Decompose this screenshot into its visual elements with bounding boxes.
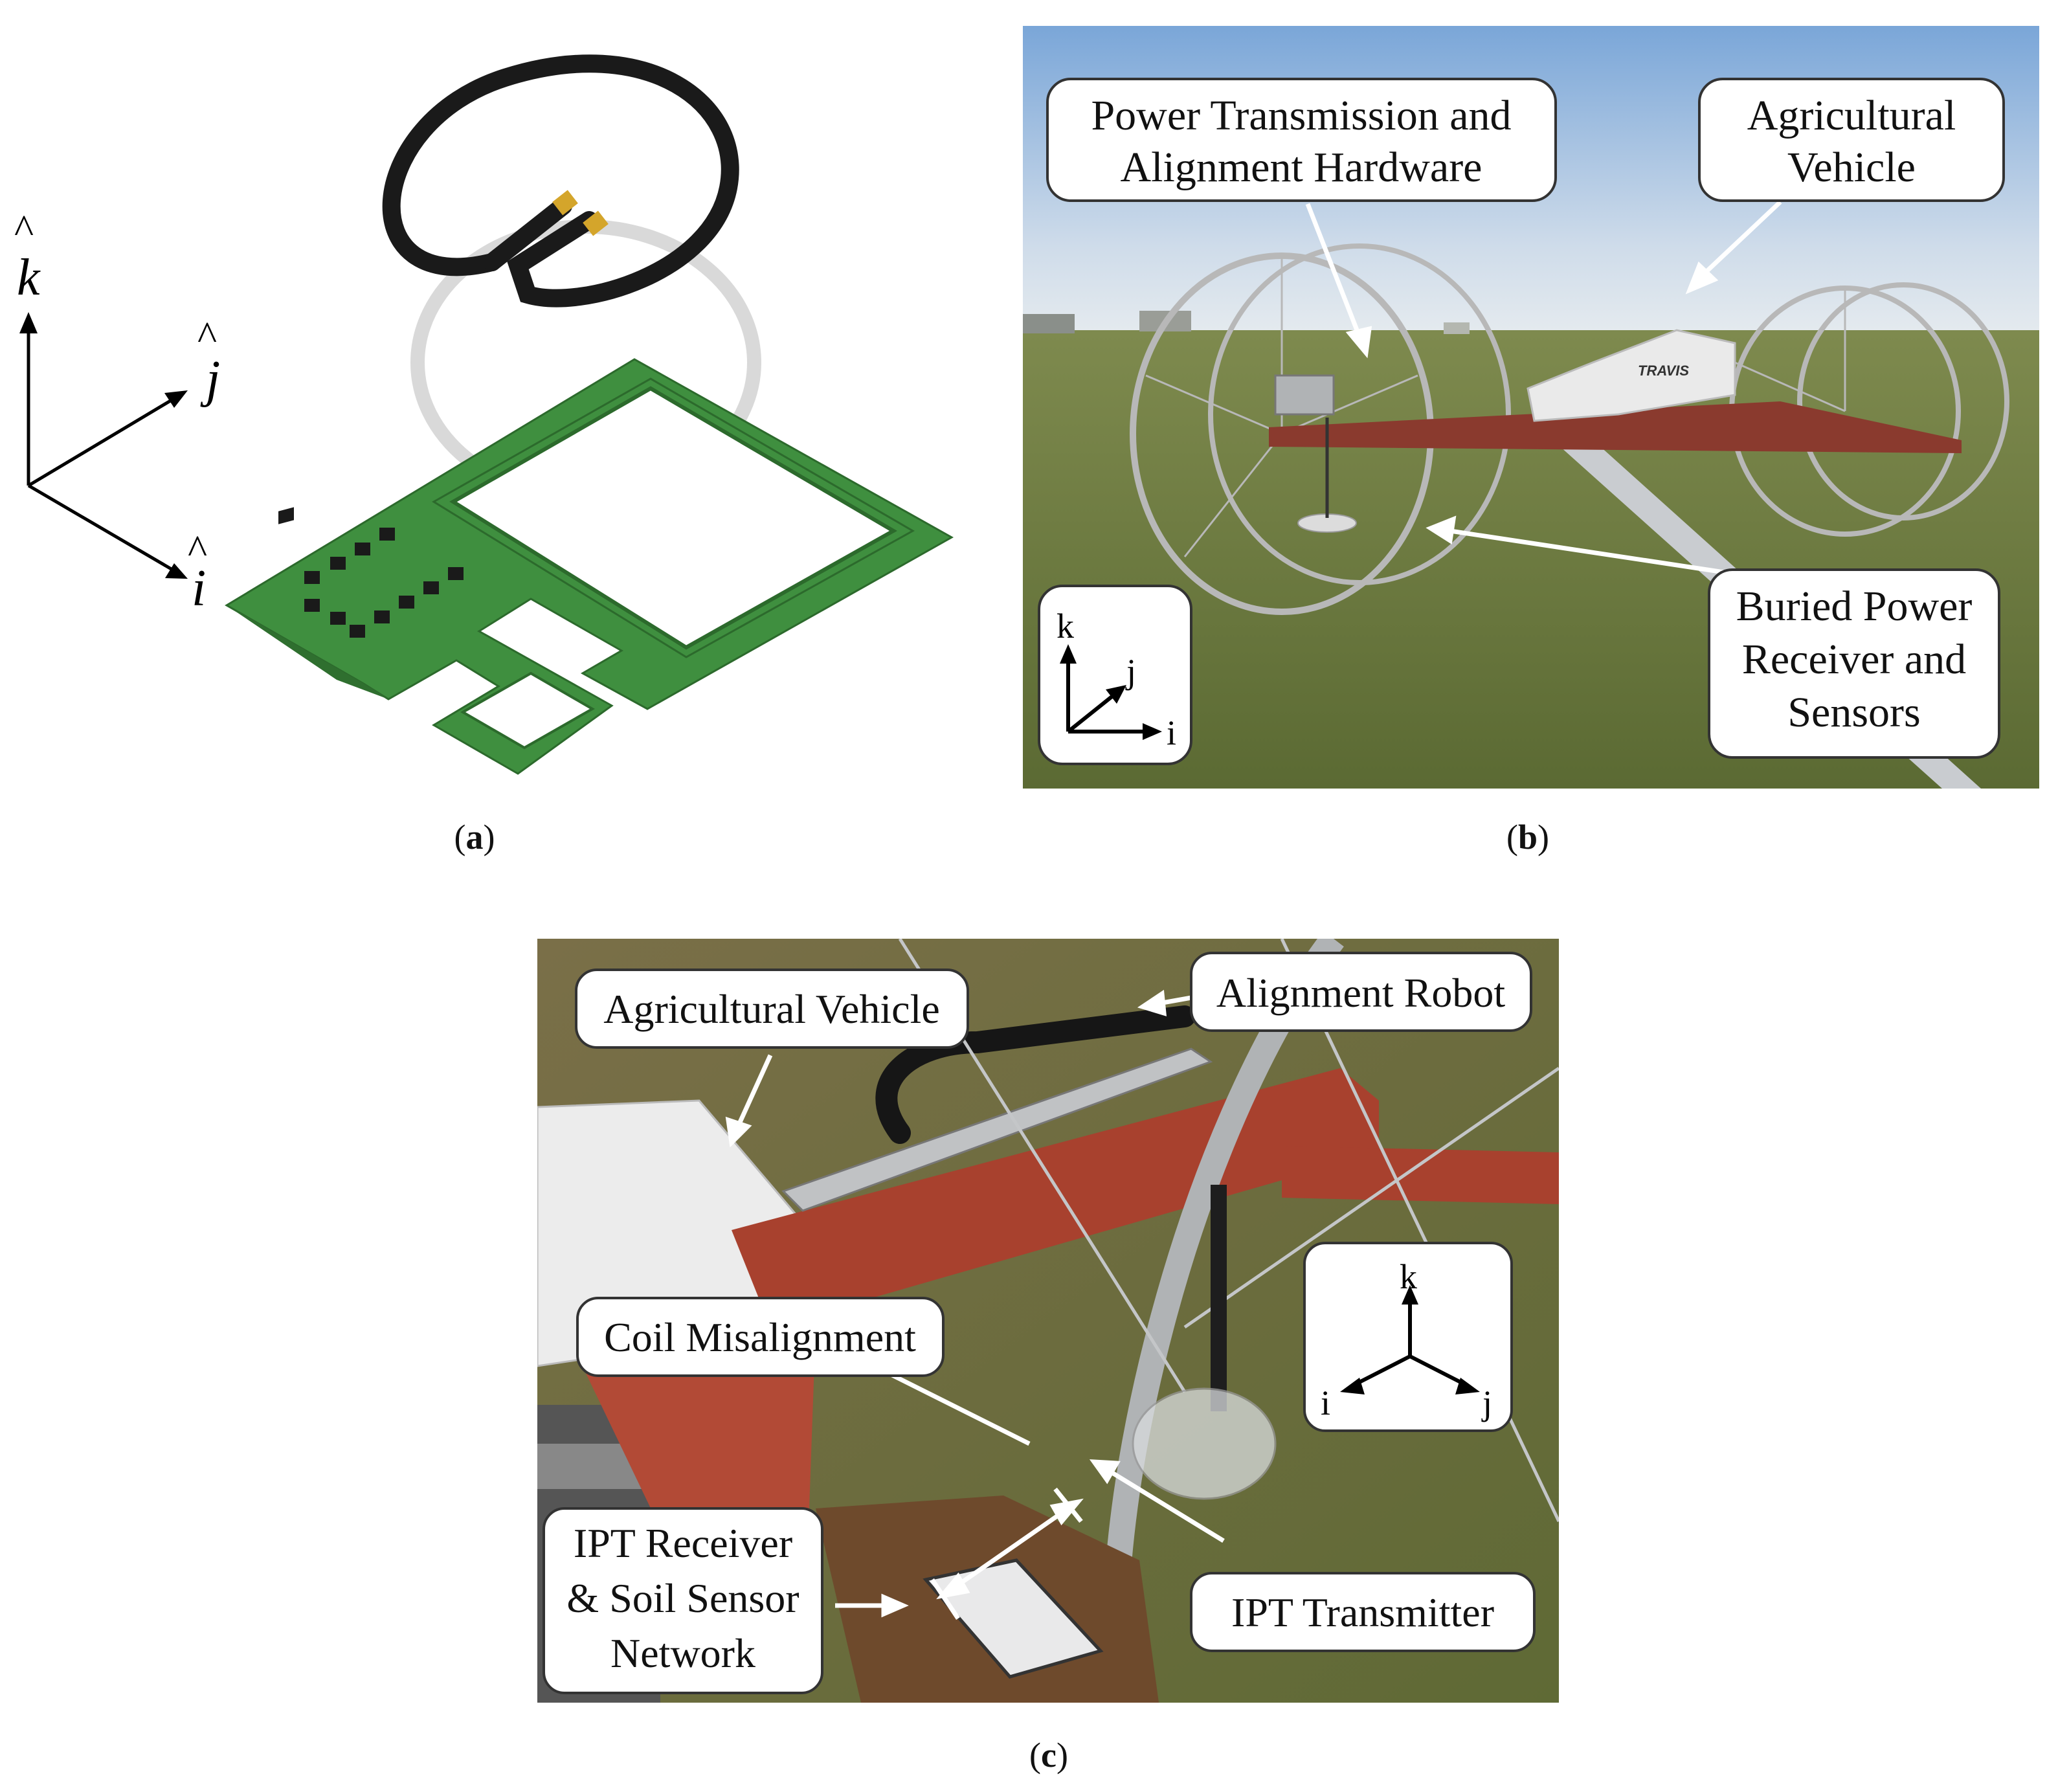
callout-ipt-transmitter: IPT Transmitter <box>1190 1572 1536 1652</box>
svg-text:IPT Transmitter: IPT Transmitter <box>1231 1589 1494 1635</box>
axis-j-hat: ^ <box>197 313 217 359</box>
svg-text:k: k <box>1057 607 1074 645</box>
transmitter-box <box>1274 374 1335 416</box>
callout-agricultural-vehicle: Agricultural Vehicle <box>1698 78 2005 202</box>
caption-c: (c) <box>1029 1736 1068 1775</box>
vehicle-body <box>1527 329 1736 422</box>
pcb-components <box>278 507 464 638</box>
transmitter-dome <box>1132 1387 1277 1500</box>
caption-a: (a) <box>454 818 495 857</box>
callout-coil-misalignment: Coil Misalignment <box>576 1297 945 1377</box>
svg-text:Vehicle: Vehicle <box>1787 144 1916 191</box>
svg-text:Receiver and: Receiver and <box>1742 636 1966 683</box>
svg-text:j: j <box>1481 1383 1492 1422</box>
svg-text:j: j <box>1125 652 1136 691</box>
panel-a-drawing: k ^ j ^ i ^ <box>14 54 954 775</box>
axis-i-hat: ^ <box>188 526 207 572</box>
svg-text:Alignment Robot: Alignment Robot <box>1216 970 1505 1016</box>
axis-i-label: i <box>192 560 206 617</box>
panel-c-photo: Agricultural Vehicle Alignment Robot Coi… <box>537 939 1559 1703</box>
svg-text:& Soil Sensor: & Soil Sensor <box>566 1575 799 1621</box>
svg-text:i: i <box>1167 713 1176 752</box>
callout-agricultural-vehicle-c: Agricultural Vehicle <box>575 969 969 1049</box>
transmitter-coil <box>382 54 739 308</box>
callout-power-transmission: Power Transmission and Alignment Hardwar… <box>1046 78 1557 202</box>
axis-j-label: j <box>200 351 220 408</box>
svg-text:Network: Network <box>610 1630 755 1676</box>
svg-text:Coil Misalignment: Coil Misalignment <box>604 1314 916 1360</box>
callout-alignment-robot: Alignment Robot <box>1190 952 1532 1032</box>
callout-ipt-receiver: IPT Receiver & Soil Sensor Network <box>542 1507 823 1694</box>
svg-text:Sensors: Sensors <box>1787 689 1920 736</box>
vehicle-frame <box>1269 401 1962 453</box>
axis-k-label: k <box>17 249 41 306</box>
axis-k-hat: ^ <box>14 206 34 252</box>
linear-rail <box>781 1047 1213 1212</box>
svg-text:Alignment Hardware: Alignment Hardware <box>1121 144 1482 191</box>
axes-triad <box>27 324 179 575</box>
vehicle-brand: TRAVIS <box>1638 363 1689 379</box>
receiver-pcb <box>225 358 954 775</box>
svg-text:i: i <box>1321 1383 1330 1422</box>
panel-b-photo: TRAVIS Power Transmission and Alignment … <box>1023 26 2039 789</box>
svg-text:Agricultural: Agricultural <box>1747 92 1956 139</box>
svg-text:Agricultural Vehicle: Agricultural Vehicle <box>603 986 940 1032</box>
svg-text:IPT Receiver: IPT Receiver <box>574 1520 792 1566</box>
caption-b: (b) <box>1506 818 1549 857</box>
axes-inset-c: k i j <box>1303 1242 1513 1432</box>
hose <box>1282 1146 1559 1204</box>
axes-inset-b: k j i <box>1038 585 1192 765</box>
misalignment-arrow <box>930 1487 1084 1620</box>
svg-text:Buried Power: Buried Power <box>1736 583 1973 630</box>
svg-text:Power Transmission and: Power Transmission and <box>1091 92 1511 139</box>
callout-arrows <box>1305 200 1782 576</box>
svg-text:k: k <box>1400 1257 1417 1296</box>
callout-buried-receiver: Buried Power Receiver and Sensors <box>1708 568 2000 759</box>
